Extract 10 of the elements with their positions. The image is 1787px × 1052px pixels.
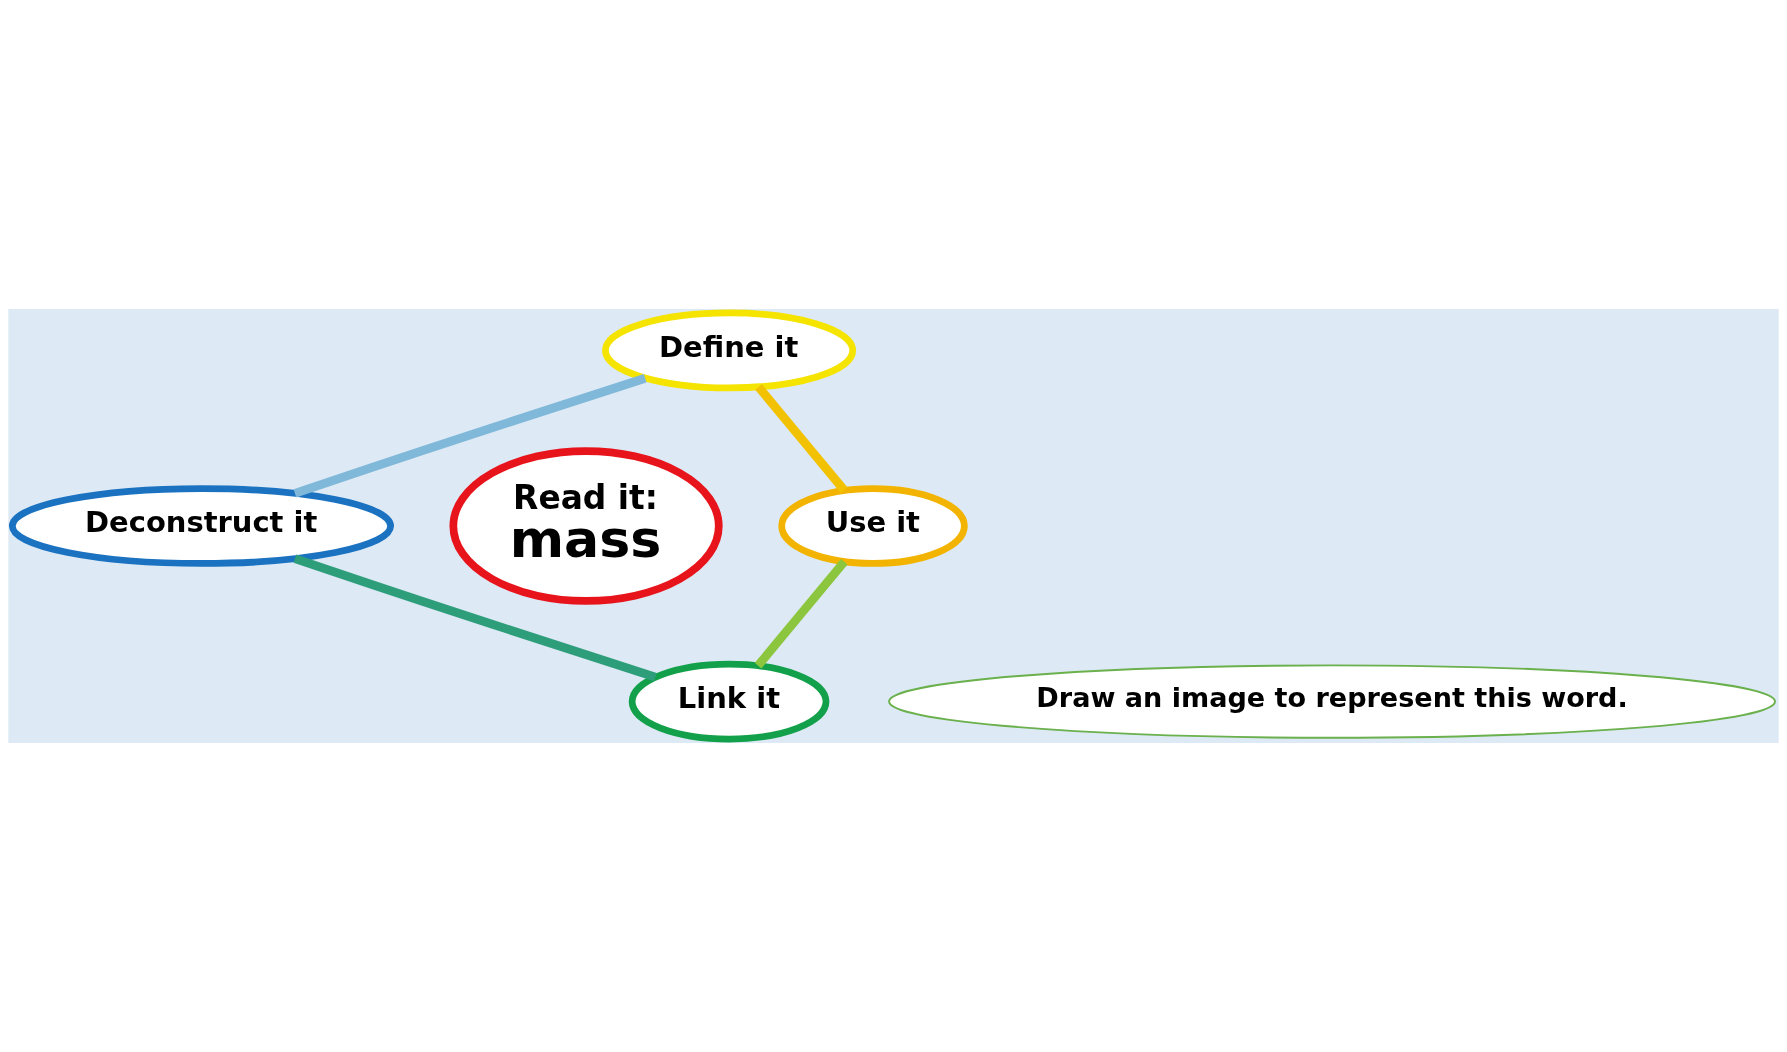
connector <box>754 558 848 669</box>
node-ellipse: Define it <box>602 309 857 392</box>
connector <box>293 374 647 498</box>
node-ellipse: Read it: mass <box>449 447 723 605</box>
node-ellipse: Link it <box>628 660 830 743</box>
node-ellipse: Deconstruct it <box>8 485 394 567</box>
node-ellipse: Use it <box>778 485 968 567</box>
connector <box>293 554 657 682</box>
connector <box>755 384 848 493</box>
node-ellipse: Draw an image to represent this word. <box>888 664 1776 739</box>
